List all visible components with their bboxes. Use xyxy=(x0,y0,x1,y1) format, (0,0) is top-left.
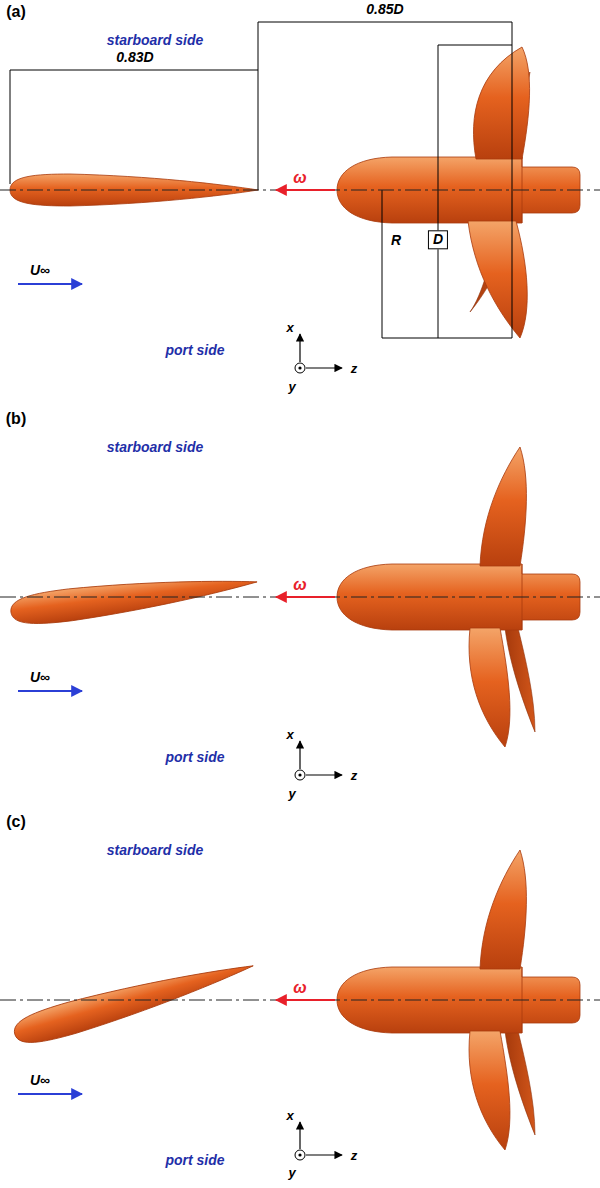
axis-dot xyxy=(298,773,301,776)
dimension-line xyxy=(382,338,512,339)
rotation-arrow xyxy=(276,999,335,1001)
axis-label-holder: x xyxy=(286,1106,293,1124)
rotation-label: ω xyxy=(293,979,306,996)
flow-label: U∞ xyxy=(30,669,50,685)
axis-label: z xyxy=(351,361,358,376)
side-label-holder: starboard side xyxy=(107,438,203,456)
dimension-label-holder: D xyxy=(428,230,448,249)
side-label: port side xyxy=(165,342,224,358)
axis-label: y xyxy=(288,786,295,801)
axis-arrow xyxy=(299,334,300,362)
flow-arrow xyxy=(18,690,82,692)
side-label: port side xyxy=(165,1152,224,1168)
flow-label-holder: U∞ xyxy=(30,261,50,279)
axes xyxy=(295,1122,342,1160)
side-label-holder: starboard side xyxy=(107,31,203,49)
axis-arrow xyxy=(306,1154,342,1155)
axis-dot xyxy=(298,366,301,369)
flow-arrow xyxy=(18,283,82,285)
flow-label-holder: U∞ xyxy=(30,668,50,686)
axis-label-holder: y xyxy=(288,784,295,802)
panel-label-holder: (c) xyxy=(6,813,26,831)
dimension-line xyxy=(512,22,513,338)
axes xyxy=(295,334,342,373)
axis-origin xyxy=(295,363,305,373)
panel-label-holder: (a) xyxy=(6,3,26,21)
axis-label-holder: x xyxy=(286,318,293,336)
axis-label: x xyxy=(286,727,293,742)
axis-arrow xyxy=(306,367,342,368)
center-line xyxy=(0,597,600,598)
center-line xyxy=(0,1000,600,1001)
side-label: starboard side xyxy=(107,32,203,48)
axis-label: z xyxy=(351,1148,358,1163)
side-label-holder: port side xyxy=(165,1151,224,1169)
axis-label-holder: y xyxy=(288,1163,295,1181)
axis-label: x xyxy=(286,320,293,335)
axis-dot xyxy=(298,1153,301,1156)
axis-label-holder: z xyxy=(351,359,358,377)
dimension-label-holder: 0.85D xyxy=(366,0,403,18)
panel-label: (b) xyxy=(6,410,26,427)
dimension-label-holder: R xyxy=(391,231,401,249)
side-label: starboard side xyxy=(107,439,203,455)
axis-arrow xyxy=(299,741,300,769)
panel-label: (a) xyxy=(6,3,26,20)
flow-label: U∞ xyxy=(30,262,50,278)
rotation-label-holder: ω xyxy=(293,576,306,594)
panel-label-holder: (b) xyxy=(6,410,26,428)
axes xyxy=(295,741,342,780)
rotation-arrow xyxy=(276,189,335,191)
rotation-label-holder: ω xyxy=(293,169,306,187)
rotation-label: ω xyxy=(293,169,306,186)
axis-label: z xyxy=(351,768,358,783)
dimension-lines xyxy=(10,22,512,338)
flow-label-holder: U∞ xyxy=(30,1071,50,1089)
side-label-holder: starboard side xyxy=(107,841,203,859)
rotation-label: ω xyxy=(293,576,306,593)
side-label-holder: port side xyxy=(165,748,224,766)
dimension-line xyxy=(438,45,439,338)
axis-label-holder: x xyxy=(286,725,293,743)
dimension-label: 0.85D xyxy=(366,1,403,17)
axis-label: x xyxy=(286,1108,293,1123)
side-label-holder: port side xyxy=(165,341,224,359)
side-label: port side xyxy=(165,749,224,765)
axis-label-holder: z xyxy=(351,1146,358,1164)
dimension-label: D xyxy=(428,230,448,249)
dimension-line xyxy=(258,22,259,190)
axis-label-holder: y xyxy=(288,377,295,395)
flow-label: U∞ xyxy=(30,1072,50,1088)
dimension-label-holder: 0.83D xyxy=(116,48,153,66)
rotation-arrow xyxy=(276,596,335,598)
dimension-label: 0.83D xyxy=(116,49,153,65)
axis-arrow xyxy=(299,1122,300,1149)
axis-label: y xyxy=(288,1165,295,1180)
dimension-label: R xyxy=(391,232,401,248)
flow-arrow xyxy=(18,1093,82,1095)
axis-label: y xyxy=(288,379,295,394)
dimension-line xyxy=(10,70,11,184)
center-line xyxy=(0,190,600,191)
side-label: starboard side xyxy=(107,842,203,858)
axis-origin xyxy=(295,1150,305,1160)
propeller xyxy=(337,47,580,338)
axis-arrow xyxy=(306,774,342,775)
dimension-line xyxy=(10,70,258,71)
panel-label: (c) xyxy=(6,813,26,830)
axis-origin xyxy=(295,770,305,780)
dimension-line xyxy=(258,22,512,23)
dimension-line xyxy=(382,190,383,338)
dimension-line xyxy=(438,45,512,46)
axis-label-holder: z xyxy=(351,766,358,784)
rotation-label-holder: ω xyxy=(293,979,306,997)
